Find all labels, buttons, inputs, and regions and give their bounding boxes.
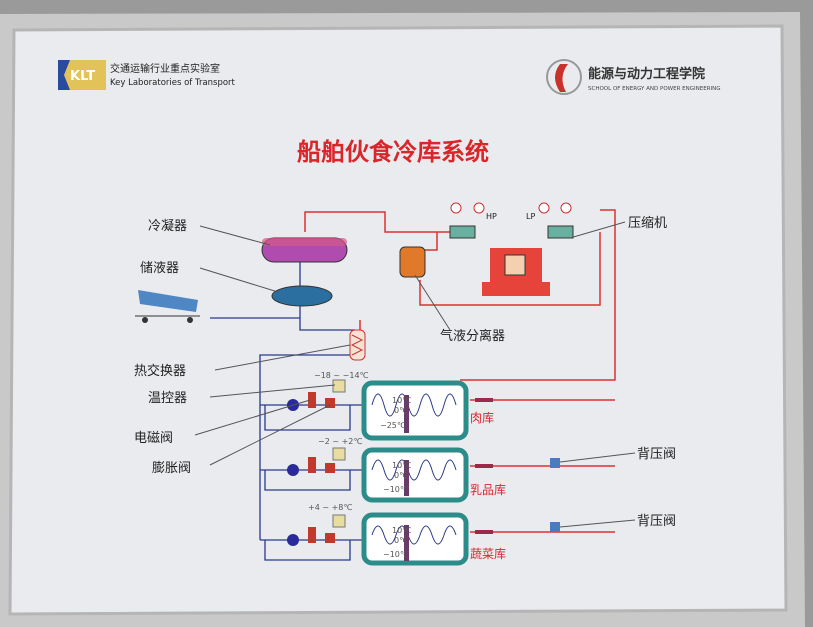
right-org-cn: 能源与动力工程学院: [588, 66, 705, 82]
svg-text:KLT: KLT: [70, 69, 95, 84]
condenser-label: 冷凝器: [148, 218, 187, 234]
compressor: [482, 248, 550, 296]
room-meat: 10℃ 0℃ −25℃ −18 ~ −14℃ 肉库: [314, 371, 494, 441]
gas-liquid-separator: [399, 246, 426, 278]
leader-lines: [194, 221, 636, 528]
receiver: [271, 285, 333, 307]
line-components: [287, 379, 560, 546]
diagram-title: 船舶伙食冷库系统: [297, 138, 489, 166]
liquid-pipes: [210, 262, 370, 561]
room-name: 蔬菜库: [470, 546, 506, 561]
room-temp-range: −18 ~ −14℃: [314, 371, 369, 380]
left-org-en: Key Laboratories of Transport: [110, 78, 236, 88]
back-pressure-valve-label: 背压阀: [637, 514, 676, 529]
pressure-gauges: [449, 202, 574, 239]
expansion-valve-label: 膨胀阀: [152, 461, 191, 476]
klt-logo: KLT: [58, 60, 106, 90]
svg-text:0℃: 0℃: [394, 406, 408, 415]
right-org-en: SCHOOL OF ENERGY AND POWER ENGINEERING: [588, 86, 721, 92]
svg-text:0℃: 0℃: [394, 536, 408, 545]
svg-text:10℃: 10℃: [392, 396, 411, 405]
svg-text:0℃: 0℃: [394, 471, 408, 480]
receiver-label: 储液器: [140, 261, 179, 276]
room-name: 肉库: [470, 410, 494, 425]
room-temp-range: +4 ~ +8℃: [308, 503, 352, 512]
room-vegetable: 10℃ 0℃ −10℃ +4 ~ +8℃ 蔬菜库: [308, 503, 506, 566]
svg-text:−10℃: −10℃: [383, 485, 409, 494]
poster-board: [8, 24, 788, 616]
svg-text:10℃: 10℃: [392, 461, 411, 470]
svg-text:−25℃: −25℃: [380, 421, 406, 430]
back-pressure-valve-label: 背压阀: [637, 447, 676, 462]
hot-pipes: [304, 209, 616, 533]
svg-text:−10℃: −10℃: [383, 550, 409, 559]
cold-rooms: 10℃ 0℃ −25℃ −18 ~ −14℃ 肉库 10℃ 0℃ −10℃ −2…: [308, 371, 506, 566]
heat-exchanger-label: 热交换器: [134, 363, 186, 379]
left-org-cn: 交通运输行业重点实验室: [110, 62, 220, 75]
room-temp-range: −2 ~ +2℃: [318, 437, 362, 446]
svg-text:10℃: 10℃: [392, 526, 411, 535]
school-seal-icon: [546, 59, 582, 95]
compressor-label: 压缩机: [628, 215, 667, 231]
hp-label: HP: [486, 212, 497, 221]
solenoid-valve-label: 电磁阀: [134, 431, 173, 446]
thermostat-label: 温控器: [148, 391, 187, 406]
room-name: 乳品库: [470, 482, 506, 497]
lp-label: LP: [526, 212, 535, 221]
room-dairy: 10℃ 0℃ −10℃ −2 ~ +2℃ 乳品库: [318, 437, 506, 503]
refrigerant-cylinder: [135, 290, 200, 323]
separator-label: 气液分离器: [440, 328, 505, 344]
